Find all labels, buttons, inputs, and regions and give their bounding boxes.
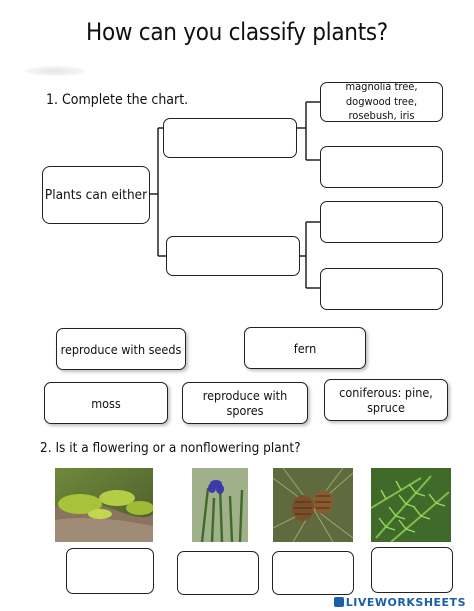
chip-moss[interactable]: moss — [44, 382, 168, 424]
liveworksheets-icon — [333, 597, 344, 607]
answer-box-pine[interactable] — [272, 551, 354, 595]
leaf-drop-box-2[interactable] — [320, 146, 443, 188]
chip-reproduce-with-seeds[interactable]: reproduce with seeds — [56, 328, 186, 370]
answer-box-fern[interactable] — [371, 547, 453, 593]
footer-brand: LIVEWORKSHEETS — [345, 596, 466, 609]
answer-box-moss[interactable] — [66, 548, 154, 594]
chip-coniferous[interactable]: coniferous: pine, spruce — [324, 379, 448, 421]
answer-box-iris[interactable] — [177, 551, 259, 595]
root-box: Plants can either — [42, 166, 150, 224]
liveworksheets-logo: LIVEWORKSHEETS — [333, 596, 466, 609]
moss-photo — [55, 468, 153, 542]
branch-drop-box-2[interactable] — [166, 236, 300, 276]
chip-reproduce-with-spores[interactable]: reproduce with spores — [182, 382, 308, 424]
fern-photo — [371, 468, 451, 542]
leaf-box-flowering: magnolia tree, dogwood tree, rosebush, i… — [320, 80, 443, 122]
smudge-mark — [25, 66, 85, 76]
question-2: 2. Is it a flowering or a nonflowering p… — [40, 440, 301, 456]
iris-photo — [192, 468, 248, 542]
leaf-drop-box-3[interactable] — [320, 201, 443, 243]
branch-drop-box-1[interactable] — [163, 118, 297, 158]
chip-fern[interactable]: fern — [244, 327, 366, 369]
question-1: 1. Complete the chart. — [46, 92, 189, 108]
pine-cone-photo — [273, 468, 353, 542]
leaf-drop-box-4[interactable] — [320, 268, 443, 310]
worksheet-title: How can you classify plants? — [86, 18, 388, 46]
